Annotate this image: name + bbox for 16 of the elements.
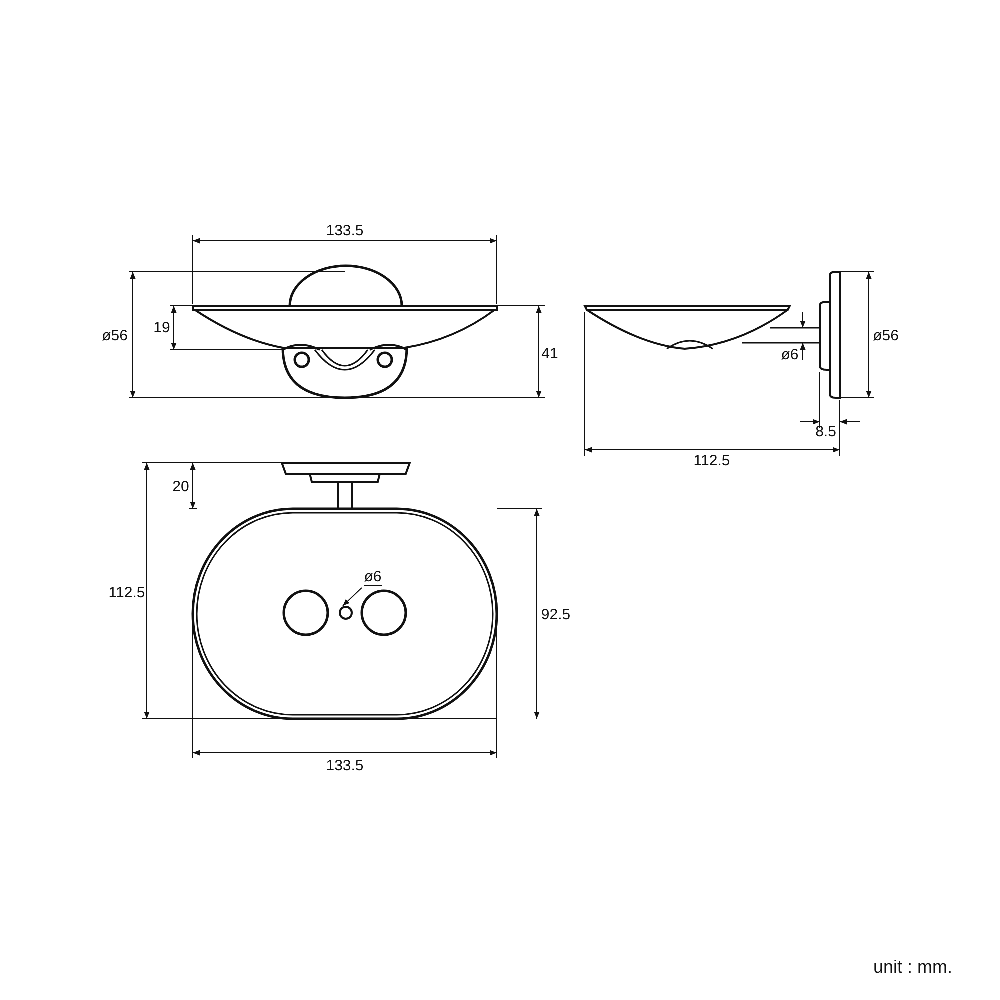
dimension-value: 41 [542,346,558,362]
dimension-value: 133.5 [326,224,364,238]
dimension-value: 20 [172,480,190,494]
dimension-value: 19 [154,320,170,336]
hole [339,606,353,620]
unit-note: unit : mm. [874,958,952,976]
dimension-value: 112.5 [108,586,146,600]
dimension-value: ø56 [102,328,128,344]
leader-line [342,588,362,606]
dimension-value: 8.5 [816,424,836,440]
dimension-value: 92.5 [541,608,571,622]
dimension-value: 133.5 [326,758,364,774]
dimension-value: ø6 [781,348,799,362]
dimension-value: ø56 [873,328,899,344]
dimension-value: 112.5 [694,454,730,468]
dimension-callout: ø6 [364,570,382,586]
